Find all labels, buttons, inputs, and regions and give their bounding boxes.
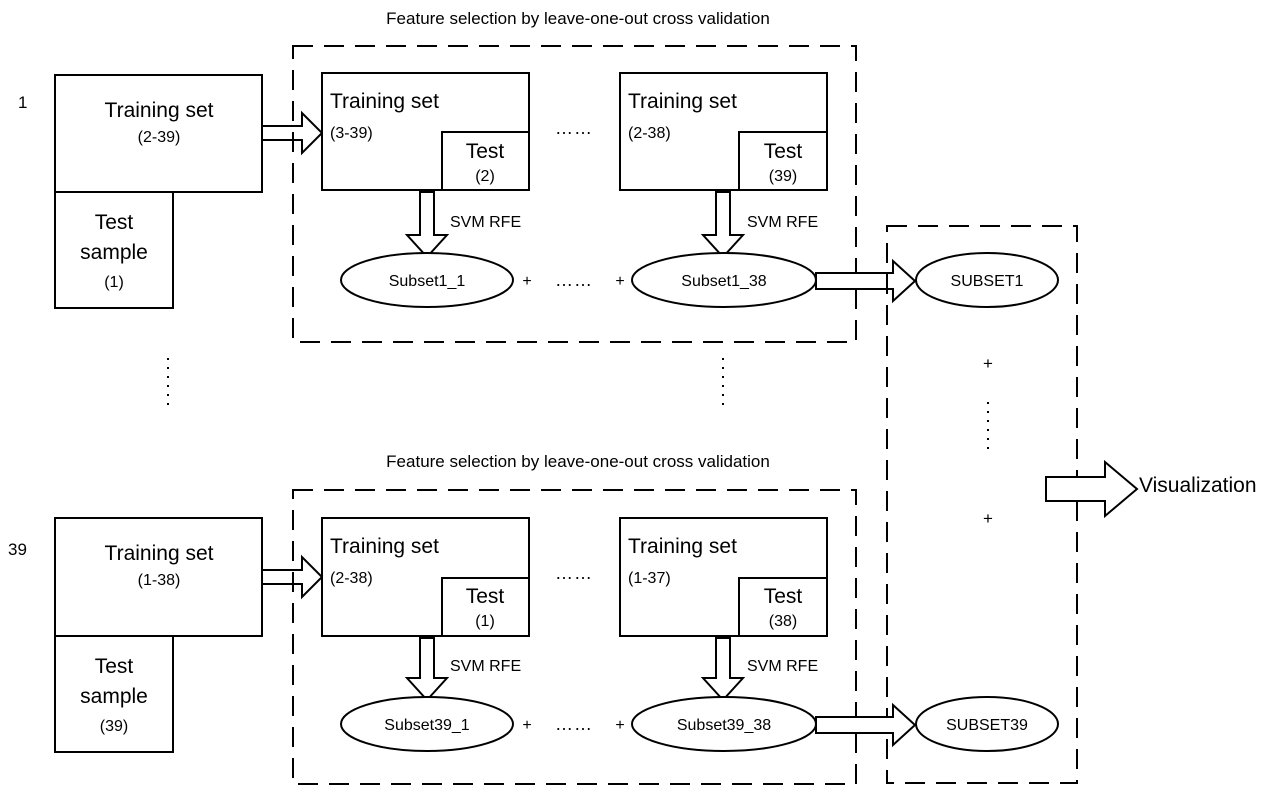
row-1-fold-a-test-id: (2)	[475, 168, 495, 185]
row-1-fold-a-method: SVM RFE	[450, 214, 521, 231]
union-plus-top: +	[983, 354, 993, 373]
row-1-index: 1	[18, 93, 27, 112]
row-1-plus-left: +	[522, 273, 531, 290]
row-39-fold-a-test-title: Test	[466, 585, 505, 608]
row-39-fold-b-test-title: Test	[764, 585, 803, 608]
row-39-fold-a-arrow-down	[404, 637, 450, 702]
row-1-arrow-to-result	[815, 258, 917, 304]
row-39-fold-b-test-id: (38)	[769, 613, 797, 630]
union-dashed-box	[886, 225, 1078, 784]
row-39-plus-right: +	[615, 717, 624, 734]
row-1-fold-a-title: Training set	[330, 90, 439, 113]
row-1-fold-a-test-title: Test	[466, 140, 505, 163]
row-1-subset-a	[340, 252, 514, 308]
row-39-fold-a-method: SVM RFE	[450, 658, 521, 675]
row-39-fold-b-title: Training set	[628, 535, 737, 558]
row-1-fold-b-range: (2-38)	[628, 125, 671, 142]
row-1-fold-a-test-box	[441, 131, 530, 191]
row-1-result-label: SUBSET1	[951, 273, 1024, 290]
row-39-test-sample-line3: (39)	[100, 718, 128, 735]
row-1-training-set-range: (2-39)	[138, 129, 181, 146]
row-1-plus-ellipsis: ……	[555, 270, 593, 290]
row-39-plus-left: +	[522, 717, 531, 734]
row-1-fold-b-test-id: (39)	[769, 168, 797, 185]
row-39-test-sample-line1: Test	[95, 655, 134, 678]
row-1-fold-b-test-title: Test	[764, 140, 803, 163]
row-39-training-set-box	[54, 517, 263, 637]
row-39-arrow-to-result	[815, 702, 917, 748]
row-1: Feature selection by leave-one-out cross…	[18, 9, 1059, 343]
row-39-fold-b-test-box	[738, 577, 828, 637]
row-1-fold-b-arrow-down	[700, 191, 746, 259]
row-1-result	[915, 252, 1059, 308]
row-1-folds-ellipsis: ……	[555, 118, 593, 138]
row-39-subset-a	[340, 696, 514, 752]
row-1-subset-b-label: Subset1_38	[681, 273, 767, 290]
row-39-index: 39	[8, 540, 27, 559]
row-1-fold-b-method: SVM RFE	[747, 214, 818, 231]
row-1-cv-region	[292, 45, 857, 343]
row-1-training-set-title: Training set	[105, 99, 214, 122]
visualization-arrow	[1045, 459, 1139, 519]
union-region: + +	[886, 225, 1078, 784]
row-39-folds-ellipsis: ……	[555, 563, 593, 583]
row-39-fold-b-range: (1-37)	[628, 570, 671, 587]
row-1-caption: Feature selection by leave-one-out cross…	[386, 9, 770, 28]
row-39-caption: Feature selection by leave-one-out cross…	[386, 452, 770, 471]
row-39-test-sample-box	[54, 635, 174, 753]
output: Visualization	[1045, 459, 1257, 519]
row-39-result	[915, 696, 1059, 752]
row-1-fold-b-test-box	[738, 131, 828, 191]
row-39-cv-region	[292, 489, 857, 785]
row-1-plus-right: +	[615, 273, 624, 290]
between-rows-dots	[167, 358, 724, 412]
row-1-fold-b-title: Training set	[628, 90, 737, 113]
row-39-subset-a-label: Subset39_1	[384, 717, 470, 734]
row-1-fold-a-range: (3-39)	[330, 125, 373, 142]
row-1-test-sample-line1: Test	[95, 211, 134, 234]
row-39-result-label: SUBSET39	[946, 717, 1028, 734]
row-39-fold-b-method: SVM RFE	[747, 658, 818, 675]
row-39-test-sample-line2: sample	[80, 685, 148, 708]
row-39-fold-b-arrow-down	[700, 637, 746, 702]
row-39-plus-ellipsis: ……	[555, 714, 593, 734]
row-39-fold-a-range: (2-38)	[330, 570, 373, 587]
row-39-fold-a-test-id: (1)	[475, 613, 495, 630]
row-1-fold-a-arrow-down	[404, 191, 450, 259]
row-39-fold-a-test-box	[441, 577, 530, 637]
row-1-test-sample-line2: sample	[80, 241, 148, 264]
row-39-fold-a-title: Training set	[330, 535, 439, 558]
row-1-test-sample-box	[54, 191, 174, 309]
row-1-test-sample-line3: (1)	[104, 274, 124, 291]
visualization-label: Visualization	[1139, 474, 1257, 497]
row-39-training-set-title: Training set	[105, 542, 214, 565]
row-1-training-set-box	[54, 74, 263, 193]
union-plus-bottom: +	[983, 509, 993, 528]
row-1-subset-a-label: Subset1_1	[389, 273, 466, 290]
row-39-subset-b-label: Subset39_38	[677, 717, 771, 734]
row-39-training-set-range: (1-38)	[138, 572, 181, 589]
row-39: Feature selection by leave-one-out cross…	[8, 452, 1059, 785]
